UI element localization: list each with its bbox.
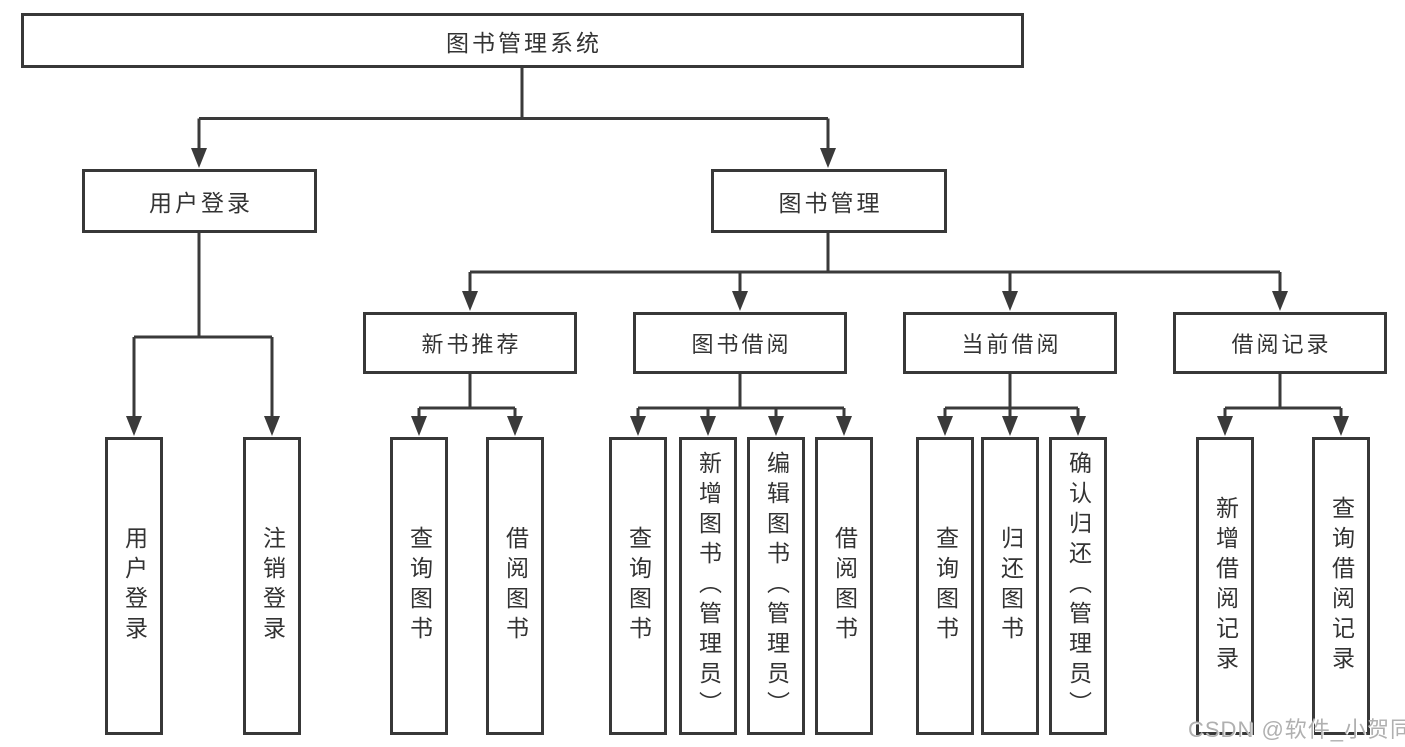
leaf-logout: 注销登录 <box>243 437 301 735</box>
leaf-edit-book-admin: 编辑图书（管理员） <box>747 437 805 735</box>
leaf-return-books: 归还图书 <box>981 437 1039 735</box>
connector-borrowing-to-leaves <box>630 374 852 436</box>
node-borrowing-records: 借阅记录 <box>1173 312 1387 374</box>
connector-root-to-level1 <box>191 68 836 168</box>
node-book-management: 图书管理 <box>711 169 947 233</box>
leaf-query-borrow-record: 查询借阅记录 <box>1312 437 1370 735</box>
leaf-query-books-borrowing: 查询图书 <box>609 437 667 735</box>
csdn-watermark: CSDN @软件_小贺同学 <box>1188 717 1405 742</box>
connector-mgmt-to-level2 <box>462 233 1288 311</box>
leaf-borrow-books-recommend: 借阅图书 <box>486 437 544 735</box>
leaf-add-book-admin: 新增图书（管理员） <box>679 437 737 735</box>
node-book-borrowing: 图书借阅 <box>633 312 847 374</box>
leaf-borrow-books-borrowing: 借阅图书 <box>815 437 873 735</box>
connector-records-to-leaves <box>1217 374 1349 436</box>
leaf-query-books-recommend: 查询图书 <box>390 437 448 735</box>
connector-login-to-leaves <box>126 233 280 436</box>
leaf-add-borrow-record: 新增借阅记录 <box>1196 437 1254 735</box>
connector-recommend-to-leaves <box>411 374 523 436</box>
node-current-borrowing: 当前借阅 <box>903 312 1117 374</box>
node-user-login: 用户登录 <box>82 169 317 233</box>
connector-current-to-leaves <box>937 374 1086 436</box>
node-library-management-system: 图书管理系统 <box>21 13 1024 68</box>
leaf-user-login: 用户登录 <box>105 437 163 735</box>
leaf-confirm-return-admin: 确认归还（管理员） <box>1049 437 1107 735</box>
node-new-book-recommendation: 新书推荐 <box>363 312 577 374</box>
leaf-query-books-current: 查询图书 <box>916 437 974 735</box>
